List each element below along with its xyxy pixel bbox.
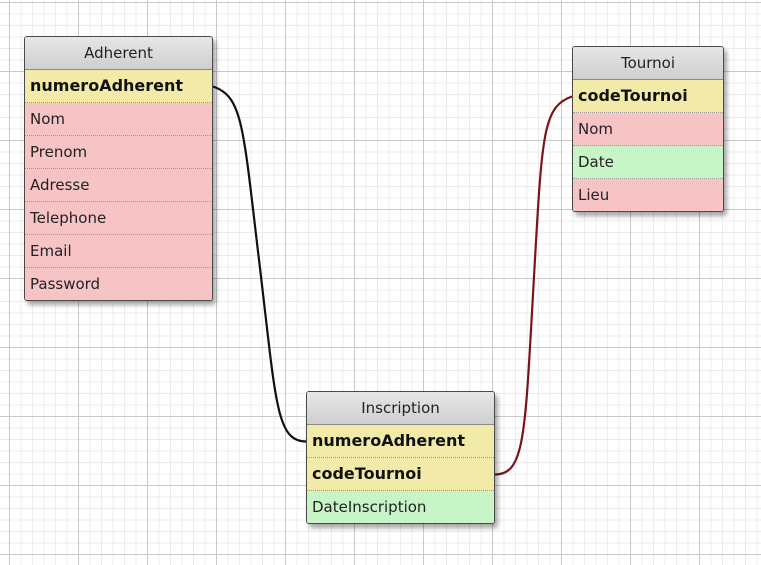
field-telephone[interactable]: Telephone [25, 202, 212, 235]
field-nom[interactable]: Nom [25, 103, 212, 136]
field-email[interactable]: Email [25, 235, 212, 268]
field-adresse[interactable]: Adresse [25, 169, 212, 202]
field-date-inscription[interactable]: DateInscription [307, 491, 494, 523]
relation-adherent-inscription[interactable] [212, 85, 307, 443]
field-numero-adherent[interactable]: numeroAdherent [25, 70, 212, 103]
field-code-tournoi[interactable]: codeTournoi [307, 458, 494, 491]
table-title[interactable]: Inscription [307, 392, 494, 425]
field-code-tournoi[interactable]: codeTournoi [573, 80, 723, 113]
field-nom[interactable]: Nom [573, 113, 723, 146]
field-prenom[interactable]: Prenom [25, 136, 212, 169]
relation-tournoi-inscription[interactable] [494, 95, 573, 476]
field-numero-adherent[interactable]: numeroAdherent [307, 425, 494, 458]
field-lieu[interactable]: Lieu [573, 179, 723, 211]
table-title[interactable]: Tournoi [573, 47, 723, 80]
table-title[interactable]: Adherent [25, 37, 212, 70]
field-date[interactable]: Date [573, 146, 723, 179]
field-password[interactable]: Password [25, 268, 212, 300]
